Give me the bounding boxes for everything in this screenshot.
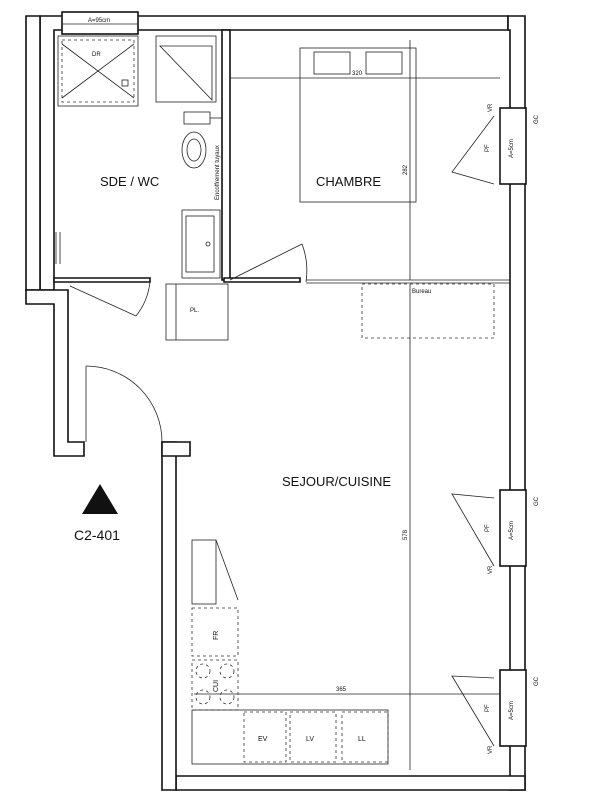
chambre-width-dim: 320 <box>352 71 363 77</box>
sejour-height-dim: 578 <box>403 529 409 540</box>
toilet <box>181 111 222 169</box>
sink-label: EV <box>258 736 268 743</box>
cooktop-label: CUI <box>213 680 220 692</box>
chambre-height-dim: 282 <box>403 164 409 175</box>
window-2-label: A=5cm <box>509 521 515 540</box>
desk-area <box>361 283 495 339</box>
right-windows <box>451 107 527 747</box>
bed <box>299 47 417 203</box>
kitchen <box>191 539 389 765</box>
window-1-label: A=5cm <box>509 139 515 158</box>
top-window <box>61 11 139 35</box>
window-3-label: A=5cm <box>509 701 515 720</box>
interior-walls <box>53 29 510 341</box>
room-label-sejour: SEJOUR/CUISINE <box>282 474 391 489</box>
encoffrement-label: Encoffrement tuyaux <box>215 145 221 200</box>
washer-label: LL <box>358 736 366 743</box>
vr-label-2: VR <box>488 565 494 574</box>
top-window-label: A=95cm <box>88 18 110 24</box>
vr-label-1: VR <box>488 103 494 112</box>
pf-label-3: PF <box>485 704 491 712</box>
gc-label-2: GC <box>534 496 540 506</box>
towel-rail <box>55 232 61 264</box>
outer-walls <box>25 15 526 791</box>
gc-label-3: GC <box>534 676 540 686</box>
room-label-sde: SDE / WC <box>100 174 159 189</box>
dishwasher-label: LV <box>306 736 314 743</box>
sejour-width-dim: 365 <box>336 687 347 693</box>
pf-label-2: PF <box>485 524 491 532</box>
desk-label: Bureau <box>412 289 431 295</box>
fridge-label: FR <box>213 631 220 640</box>
doors <box>69 243 308 443</box>
shower-label: DR <box>92 52 101 58</box>
shower <box>57 35 139 107</box>
unit-code: C2-401 <box>74 527 120 543</box>
room-label-chambre: CHAMBRE <box>316 174 381 189</box>
vr-label-3: VR <box>488 745 494 754</box>
pf-label-1: PF <box>485 144 491 152</box>
placard-label: PL. <box>190 308 199 314</box>
storage-unit <box>155 35 217 103</box>
gc-label-1: GC <box>534 114 540 124</box>
entrance-triangle-icon <box>82 484 118 514</box>
washbasin <box>181 209 221 279</box>
dimension-lines <box>194 40 500 770</box>
